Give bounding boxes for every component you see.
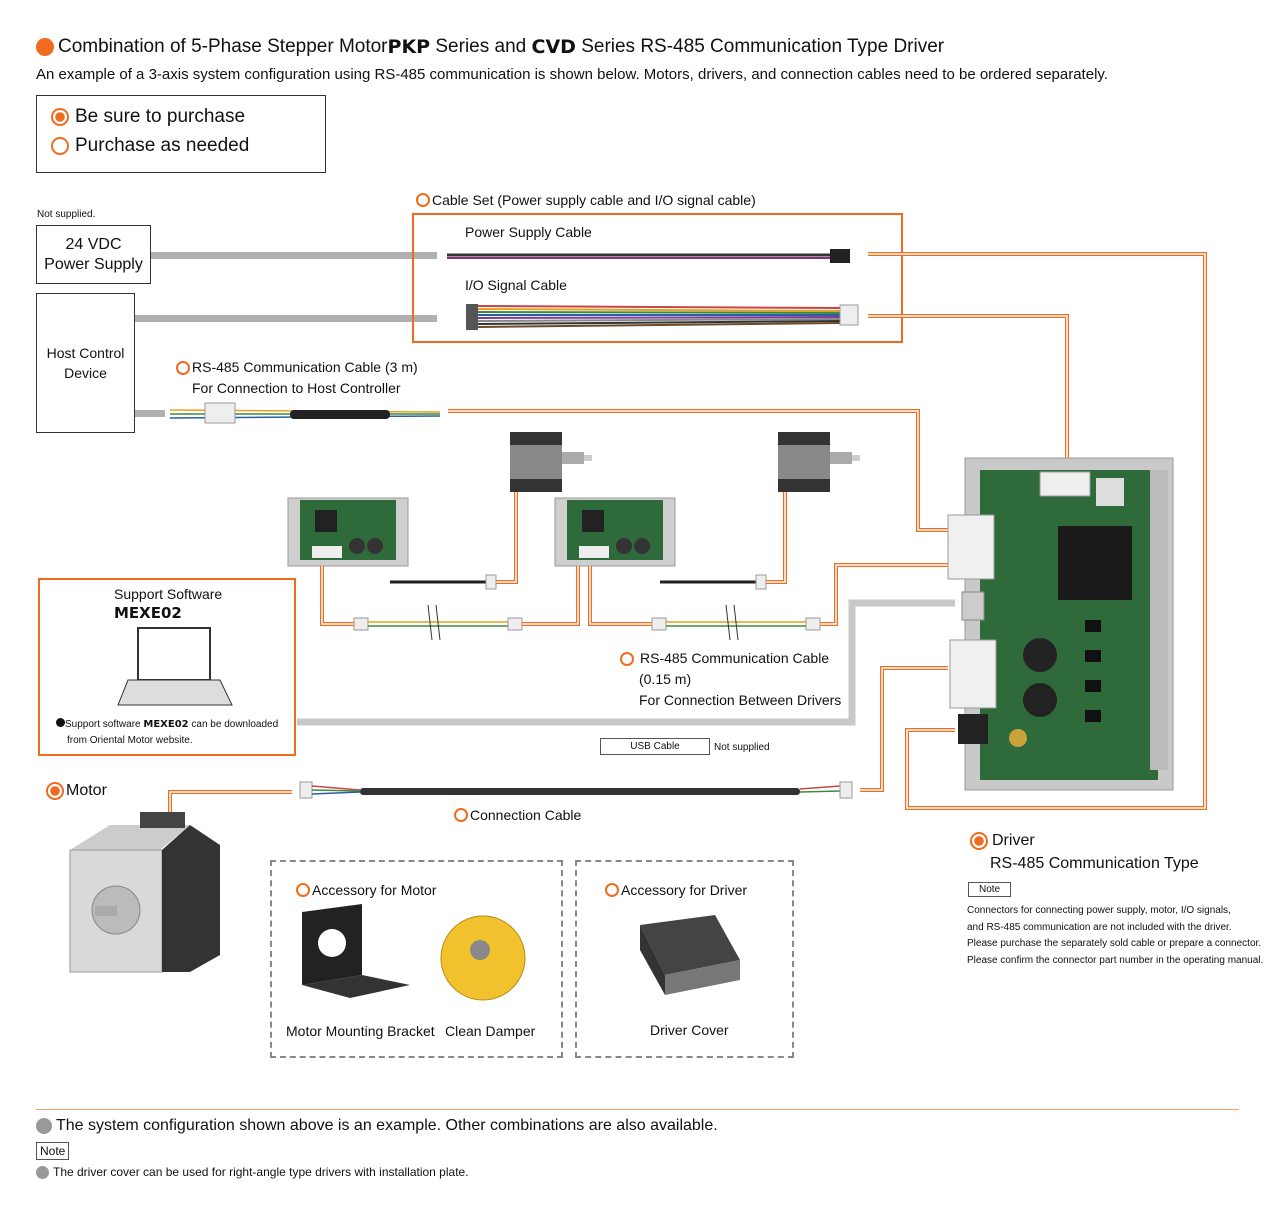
accessory-motor-box (270, 860, 563, 1058)
not-supplied-note: Not supplied. (37, 209, 96, 220)
optional-purchase-icon (51, 137, 69, 155)
connection-cable-label: Connection Cable (454, 807, 581, 823)
must-purchase-icon (970, 831, 988, 850)
rs485-between-cable-1 (353, 604, 523, 641)
support-software-box: Support Software MEXE02 Support software… (38, 578, 296, 756)
power-input-cable (151, 252, 437, 259)
accessory-driver-title: Accessory for Driver (605, 882, 747, 898)
software-note: Support software MEXE02 can be downloade… (56, 718, 278, 730)
gray-bullet-icon (36, 1165, 49, 1179)
page-subtitle: An example of a 3-axis system configurat… (36, 66, 1108, 83)
rs485-between-label: RS-485 Communication Cable (0.15 m) For … (620, 648, 841, 711)
footer-line-1: The system configuration shown above is … (36, 1117, 718, 1135)
driver-note-tag: Note (968, 882, 1012, 897)
optional-icon (416, 193, 430, 207)
motor-label: Motor (46, 782, 107, 800)
motor-connection-cable (299, 781, 853, 799)
footer-note-tag: Note (36, 1142, 70, 1160)
damper-label: Clean Damper (445, 1023, 536, 1039)
must-purchase-icon (51, 108, 69, 126)
io-signal-cable (466, 304, 859, 330)
rs485-between-cable-2 (651, 604, 821, 641)
driver-notes: Connectors for connecting power supply, … (967, 905, 1264, 966)
motor-unit-2 (778, 432, 860, 492)
page-title: Combination of 5-Phase Stepper Motor PKP… (36, 36, 944, 58)
optional-icon (176, 360, 190, 375)
footer-line-2: The driver cover can be used for right-a… (36, 1165, 469, 1179)
main-driver-board (947, 457, 1174, 791)
driver-unit-2 (554, 497, 676, 567)
usb-cable-tag: USB Cable (600, 738, 710, 755)
host-rs485-stub (135, 410, 165, 417)
bracket-label: Motor Mounting Bracket (286, 1023, 435, 1039)
motor-illustration (69, 812, 220, 973)
motor-unit-1 (510, 432, 592, 492)
optional-icon (620, 651, 634, 666)
accessory-motor-title: Accessory for Motor (296, 882, 436, 898)
optional-icon (454, 808, 468, 822)
optional-icon (296, 883, 310, 897)
driver-cover-illustration (640, 915, 740, 995)
title-bullet-icon (36, 38, 54, 56)
cable-set-frame (412, 213, 903, 343)
io-cable-label: I/O Signal Cable (465, 277, 567, 293)
legend-must: Be sure to purchase (51, 106, 245, 128)
accessory-driver-box (575, 860, 794, 1058)
optional-icon (605, 883, 619, 897)
power-supply-box: 24 VDC Power Supply (36, 225, 151, 284)
note-bullet-icon (56, 718, 65, 727)
driver-label: Driver RS-485 Communication Type (970, 829, 1199, 875)
footer-divider (36, 1109, 1239, 1110)
driver-unit-1 (287, 497, 409, 567)
gray-bullet-icon (36, 1118, 52, 1134)
rs485-host-label: RS-485 Communication Cable (3 m) For Con… (176, 357, 418, 399)
legend-optional: Purchase as needed (51, 135, 249, 157)
host-io-cable (135, 315, 437, 322)
host-controller-box: Host Control Device (36, 293, 135, 433)
cable-set-label: Cable Set (Power supply cable and I/O si… (416, 192, 756, 208)
usb-cable-line (297, 599, 955, 726)
bracket-illustration (302, 904, 410, 998)
laptop-illustration (117, 627, 233, 706)
legend-box: Be sure to purchase Purchase as needed (36, 95, 326, 173)
usb-not-supplied: Not supplied (714, 742, 770, 753)
rs485-host-cable (169, 402, 441, 424)
must-purchase-icon (46, 782, 64, 800)
power-supply-cable (447, 249, 850, 263)
driver-cover-label: Driver Cover (650, 1022, 729, 1038)
power-cable-label: Power Supply Cable (465, 224, 592, 240)
damper-illustration (440, 915, 526, 1001)
io-wire-outline (868, 314, 1069, 470)
